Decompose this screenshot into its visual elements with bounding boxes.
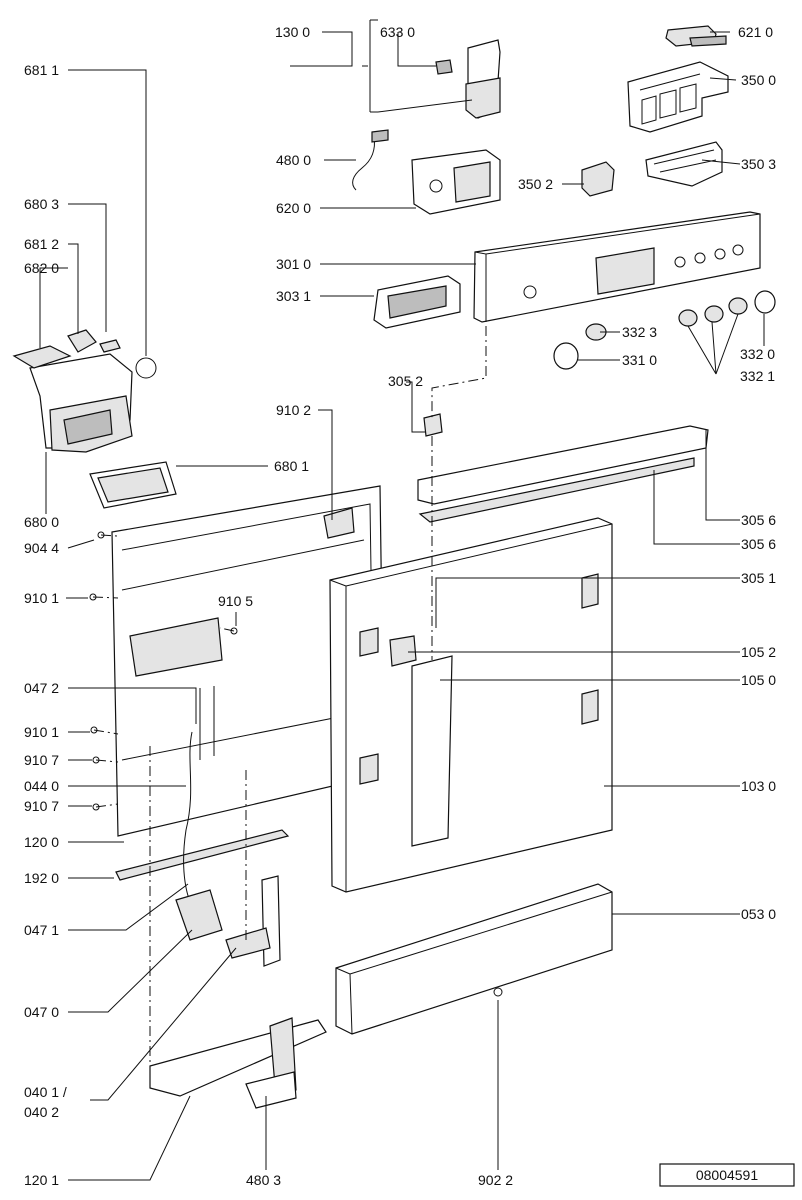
label-910-1-lower: 910 1 xyxy=(24,724,59,740)
label-910-2: 910 2 xyxy=(276,402,311,418)
part-bottom-bracket xyxy=(149,1017,327,1109)
label-480-3: 480 3 xyxy=(246,1172,281,1188)
part-gasket xyxy=(89,461,177,509)
part-hardware xyxy=(89,413,503,997)
part-spring-assembly xyxy=(175,731,281,967)
label-044-0: 044 0 xyxy=(24,778,59,794)
label-904-4: 904 4 xyxy=(24,540,59,556)
part-bracket-350-3 xyxy=(645,141,723,187)
label-303-1: 303 1 xyxy=(276,288,311,304)
label-350-2: 350 2 xyxy=(518,176,553,192)
label-910-7-lower: 910 7 xyxy=(24,798,59,814)
part-knobs xyxy=(553,290,776,370)
label-047-0: 047 0 xyxy=(24,1004,59,1020)
part-bottom-kick xyxy=(335,883,613,1035)
part-outer-door xyxy=(329,517,613,893)
label-103-0: 103 0 xyxy=(741,778,776,794)
part-door-lock xyxy=(435,39,501,119)
part-detergent-dispenser xyxy=(12,329,157,453)
label-332-0: 332 0 xyxy=(740,346,775,362)
label-305-6-lower: 305 6 xyxy=(741,536,776,552)
label-301-0: 301 0 xyxy=(276,256,311,272)
label-910-7-upper: 910 7 xyxy=(24,752,59,768)
label-105-0: 105 0 xyxy=(741,672,776,688)
label-305-6-upper: 305 6 xyxy=(741,512,776,528)
label-910-5: 910 5 xyxy=(218,593,253,609)
leader-lines xyxy=(39,19,765,1181)
label-621-0: 621 0 xyxy=(738,24,773,40)
label-681-1: 681 1 xyxy=(24,62,59,78)
label-331-0: 331 0 xyxy=(622,352,657,368)
assembly-lines xyxy=(92,326,487,1074)
label-350-0: 350 0 xyxy=(741,72,776,88)
label-053-0: 053 0 xyxy=(741,906,776,922)
label-902-2: 902 2 xyxy=(478,1172,513,1188)
label-305-1: 305 1 xyxy=(741,570,776,586)
part-display-window xyxy=(373,275,461,329)
label-680-0: 680 0 xyxy=(24,514,59,530)
document-reference-number: 08004591 xyxy=(696,1167,759,1183)
label-682-0: 682 0 xyxy=(24,260,59,276)
part-control-panel xyxy=(473,211,761,323)
label-680-1: 680 1 xyxy=(274,458,309,474)
label-047-2: 047 2 xyxy=(24,680,59,696)
label-192-0: 192 0 xyxy=(24,870,59,886)
label-130-0: 130 0 xyxy=(275,24,310,40)
label-120-1: 120 1 xyxy=(24,1172,59,1188)
label-040-2: 040 2 xyxy=(24,1104,59,1120)
document-reference: 08004591 xyxy=(659,1163,795,1187)
part-control-housing xyxy=(627,61,729,133)
label-332-3: 332 3 xyxy=(622,324,657,340)
label-633-0: 633 0 xyxy=(380,24,415,40)
part-electronic-module xyxy=(352,129,501,215)
label-040-1: 040 1 / xyxy=(24,1084,67,1100)
part-strip xyxy=(115,829,290,881)
part-bracket-350-2 xyxy=(581,161,615,197)
label-680-3: 680 3 xyxy=(24,196,59,212)
label-047-1: 047 1 xyxy=(24,922,59,938)
label-480-0: 480 0 xyxy=(276,152,311,168)
label-332-1: 332 1 xyxy=(740,368,775,384)
document-reference-box xyxy=(659,1163,795,1187)
label-305-2: 305 2 xyxy=(388,373,423,389)
part-top-rail xyxy=(417,425,709,523)
label-350-3: 350 3 xyxy=(741,156,776,172)
label-910-1-upper: 910 1 xyxy=(24,590,59,606)
label-681-2: 681 2 xyxy=(24,236,59,252)
part-connector-621 xyxy=(665,25,727,47)
label-105-2: 105 2 xyxy=(741,644,776,660)
part-labels: 130 0 633 0 621 0 350 0 681 1 480 0 350 … xyxy=(24,24,776,1188)
label-620-0: 620 0 xyxy=(276,200,311,216)
label-120-0: 120 0 xyxy=(24,834,59,850)
